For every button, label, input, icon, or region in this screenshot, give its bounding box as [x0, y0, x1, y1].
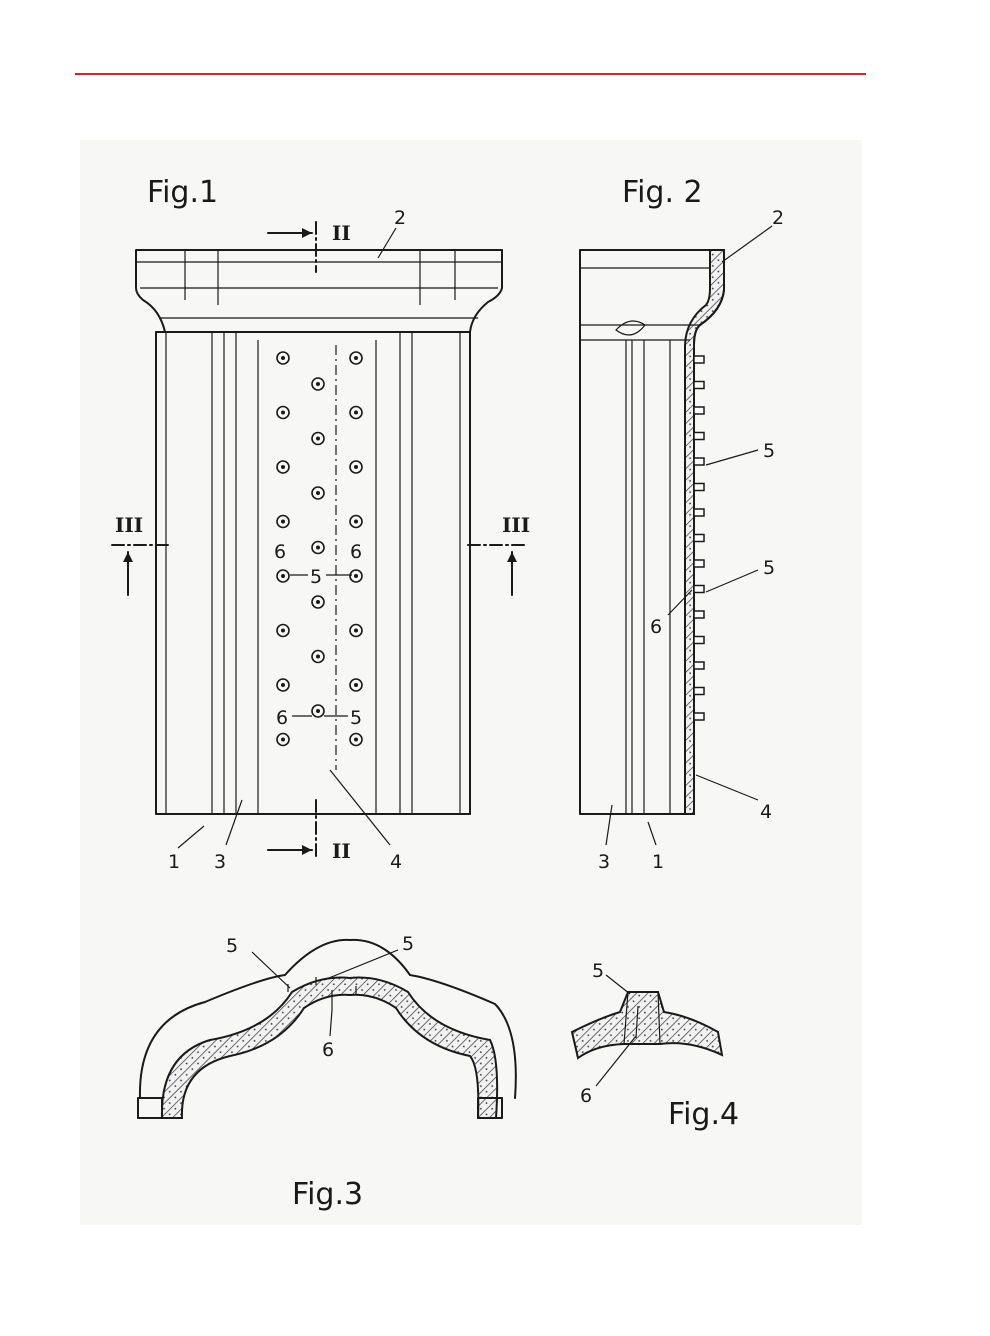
fig2-pins	[693, 355, 705, 721]
vent-hole	[276, 405, 290, 420]
vent-hole	[311, 431, 325, 446]
fig1-body	[155, 331, 471, 815]
pin	[693, 584, 705, 594]
fig2-label-3: 3	[598, 851, 610, 873]
fig2-label-6: 6	[650, 616, 662, 638]
vent-hole	[276, 732, 290, 747]
vent-hole	[276, 678, 290, 692]
pin	[693, 406, 705, 415]
fig1-label-6a: 6	[274, 541, 286, 563]
pin	[693, 533, 705, 543]
vent-hole	[349, 732, 363, 747]
vent-hole	[349, 678, 363, 692]
fig3-label-6: 6	[322, 1039, 334, 1061]
fig2-label-4: 4	[760, 801, 772, 823]
vent-hole	[276, 351, 290, 365]
fig1-label-6c: 6	[276, 707, 288, 729]
fig1-section-left: III	[115, 513, 143, 537]
fig4-label-5: 5	[592, 960, 604, 982]
vent-hole	[276, 569, 290, 583]
fig1-section-right: III	[502, 513, 530, 537]
pin	[693, 559, 705, 568]
fig3-label-5a: 5	[226, 935, 238, 957]
fig4-section	[570, 991, 724, 1060]
pin	[693, 661, 705, 670]
figure-3-title: Fig.3	[292, 1177, 363, 1212]
vent-hole	[349, 405, 363, 420]
figure-3: 5 5 6 Fig.3	[137, 933, 517, 1212]
fig1-label-6b: 6	[350, 541, 362, 563]
pin	[693, 380, 705, 390]
vent-hole	[349, 569, 363, 583]
pin	[693, 431, 705, 441]
vent-hole	[349, 514, 363, 529]
vent-hole	[311, 486, 325, 500]
pin	[693, 712, 705, 721]
fig3-outer-arc	[138, 938, 517, 1099]
fig3-label-5b: 5	[402, 933, 414, 955]
figure-2-title: Fig. 2	[622, 175, 703, 210]
fig2-label-5b: 5	[763, 557, 775, 579]
vent-hole	[276, 623, 290, 638]
fig1-label-4: 4	[390, 851, 402, 873]
pin	[693, 610, 705, 619]
fig1-label-1: 1	[168, 851, 180, 873]
vent-hole	[311, 704, 325, 718]
vent-hole	[349, 460, 363, 474]
fig1-label-5b: 5	[350, 707, 362, 729]
fig1-section-bottom: II	[332, 839, 351, 863]
figure-1-title: Fig.1	[147, 175, 218, 210]
vent-hole	[276, 514, 290, 529]
vent-hole	[349, 351, 363, 365]
fig2-label-5a: 5	[763, 440, 775, 462]
fig4-label-6: 6	[580, 1085, 592, 1107]
pin	[693, 482, 705, 492]
figure-4-title: Fig.4	[668, 1097, 739, 1132]
figure-4: 5 6 Fig.4	[570, 960, 739, 1132]
vent-hole	[276, 460, 290, 474]
fig2-label-1: 1	[652, 851, 664, 873]
pin	[693, 686, 705, 696]
pin	[693, 635, 705, 645]
vent-hole	[311, 649, 325, 664]
fig1-section-top: II	[332, 221, 351, 245]
fig1-vent-holes	[276, 351, 363, 747]
vent-hole	[349, 623, 363, 638]
fig1-label-2: 2	[394, 207, 406, 229]
fig2-label-2: 2	[772, 207, 784, 229]
pin	[693, 508, 705, 517]
vent-hole	[311, 595, 325, 609]
figure-1: Fig.1 II II	[111, 175, 530, 873]
fig1-label-5a: 5	[310, 566, 322, 588]
fig1-label-3: 3	[214, 851, 226, 873]
pin	[693, 457, 705, 466]
pin	[693, 355, 705, 364]
vent-hole	[311, 540, 325, 555]
figure-2: Fig. 2 2 5 5 6 4 3 1	[579, 175, 784, 873]
vent-hole	[311, 377, 325, 391]
